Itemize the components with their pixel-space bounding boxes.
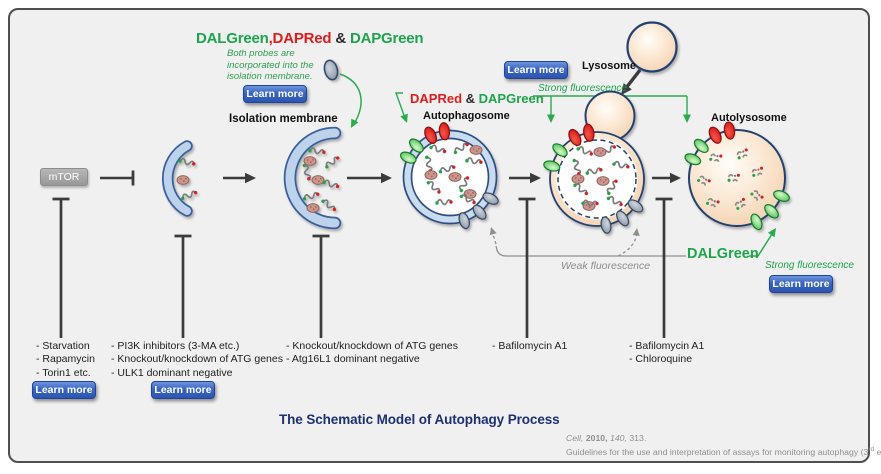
mtor-inducers-list: - Starvation - Rapamycin - Torin1 etc. <box>36 340 95 380</box>
dapgreen-label: DAPGreen <box>478 91 544 106</box>
fusion-probe-ovals <box>543 123 644 234</box>
weak-fluorescence-label: Weak fluorescence <box>561 260 651 272</box>
citation: Cell, 2010, 140, 313. Guidelines for the… <box>566 433 881 458</box>
list-item: - Rapamycin <box>36 353 95 366</box>
dalgreen-strong-arrow <box>749 225 780 257</box>
probes-header-dalgreen: DALGreen <box>196 30 269 47</box>
fusion-inhibitors-list-2: - Bafilomycin A1 - Chloroquine <box>629 340 704 367</box>
probe-particle-arrow <box>323 59 362 130</box>
process-arrows <box>100 170 681 186</box>
list-item: - Knockout/knockdown of ATG genes <box>286 340 458 352</box>
probes-note-line3: isolation membrane. <box>227 71 313 82</box>
probes-header-amp: & <box>331 30 350 47</box>
autophagosome-probe-ovals <box>400 122 499 230</box>
list-item: - Atg16L1 dominant negative <box>286 353 420 366</box>
probes-note-line2: incorporated into the <box>227 59 314 71</box>
phagophore-structure <box>161 140 199 217</box>
dapred-label: DAPRed <box>410 91 463 106</box>
isolation-membrane-label: Isolation membrane <box>229 113 338 125</box>
elongation-inhibitors-list: - Knockout/knockdown of ATG genes - Atg1… <box>286 340 458 367</box>
list-item: - ULK1 dominant negative <box>111 366 233 379</box>
initiation-inhibitors-list: - PI3K inhibitors (3-MA etc.) - Knockout… <box>111 340 283 380</box>
probes-note-line1: Both probes are <box>227 48 295 59</box>
list-item: - Bafilomycin A1 <box>492 340 568 352</box>
autophagosome-label: Autophagosome <box>423 110 510 122</box>
lysosome-structure <box>626 21 678 73</box>
dapred-dapgreen-label: DAPRed & DAPGreen <box>410 91 544 106</box>
weak-fluorescence-connector <box>487 225 686 257</box>
list-item: - PI3K inhibitors (3-MA etc.) <box>111 340 240 352</box>
fusion-structure <box>543 90 645 234</box>
learn-more-button-probes[interactable]: Learn more <box>243 85 307 103</box>
autolysosome-structure <box>684 121 790 231</box>
list-item: - Knockout/knockdown of ATG genes <box>111 353 283 366</box>
learn-more-button-inducers[interactable]: Learn more <box>32 381 96 399</box>
page-title: The Schematic Model of Autophagy Process <box>279 412 560 427</box>
citation-page: 313. <box>629 433 647 443</box>
citation-guidelines: Guidelines for the use and interpretatio… <box>566 446 869 457</box>
autophagosome-structure <box>400 122 499 230</box>
learn-more-button-dalgreen[interactable]: Learn more <box>769 275 833 293</box>
dapred-bracket-arrow <box>395 92 411 125</box>
list-item: - Bafilomycin A1 <box>629 340 705 352</box>
citation-year: 2010, <box>585 433 608 443</box>
learn-more-button-fusion[interactable]: Learn more <box>504 61 568 79</box>
autolysosome-probe-ovals <box>684 121 790 231</box>
dapred-dapgreen-amp: & <box>462 91 479 106</box>
dalgreen-label: DALGreen <box>687 246 759 262</box>
citation-sup: rd <box>868 446 875 453</box>
inhibition-bars <box>52 197 673 338</box>
citation-line1: Cell, 2010, 140, 313. <box>566 433 881 444</box>
lysosome-fusion-arrow <box>616 68 642 99</box>
lysosome-label: Lysosome <box>582 60 637 72</box>
probes-header: DALGreen,DAPRed & DAPGreen <box>196 30 424 47</box>
citation-journal: Cell, <box>566 433 584 443</box>
probes-note: Both probes are incorporated into the is… <box>227 48 314 83</box>
probes-header-dapred: ,DAPRed <box>268 30 332 47</box>
learn-more-button-initiation[interactable]: Learn more <box>151 381 215 399</box>
fusion-inhibitors-list-1: - Bafilomycin A1 <box>492 340 567 353</box>
autolysosome-label: Autolysosome <box>711 112 787 124</box>
citation-edition: edition) <box>876 446 881 457</box>
strong-fluorescence-top-label: Strong fluorescence <box>538 83 627 94</box>
list-item: - Starvation <box>36 340 90 352</box>
list-item: - Chloroquine <box>629 353 693 366</box>
mtor-box: mTOR <box>40 168 88 186</box>
probes-header-dapgreen: DAPGreen <box>349 30 424 47</box>
strong-fluorescence-right-label: Strong fluorescence <box>765 260 854 271</box>
citation-volume: 140, <box>609 433 627 443</box>
list-item: - Torin1 etc. <box>36 366 91 379</box>
citation-line2: Guidelines for the use and interpretatio… <box>566 444 881 458</box>
isolation-membrane-structure <box>283 126 342 230</box>
